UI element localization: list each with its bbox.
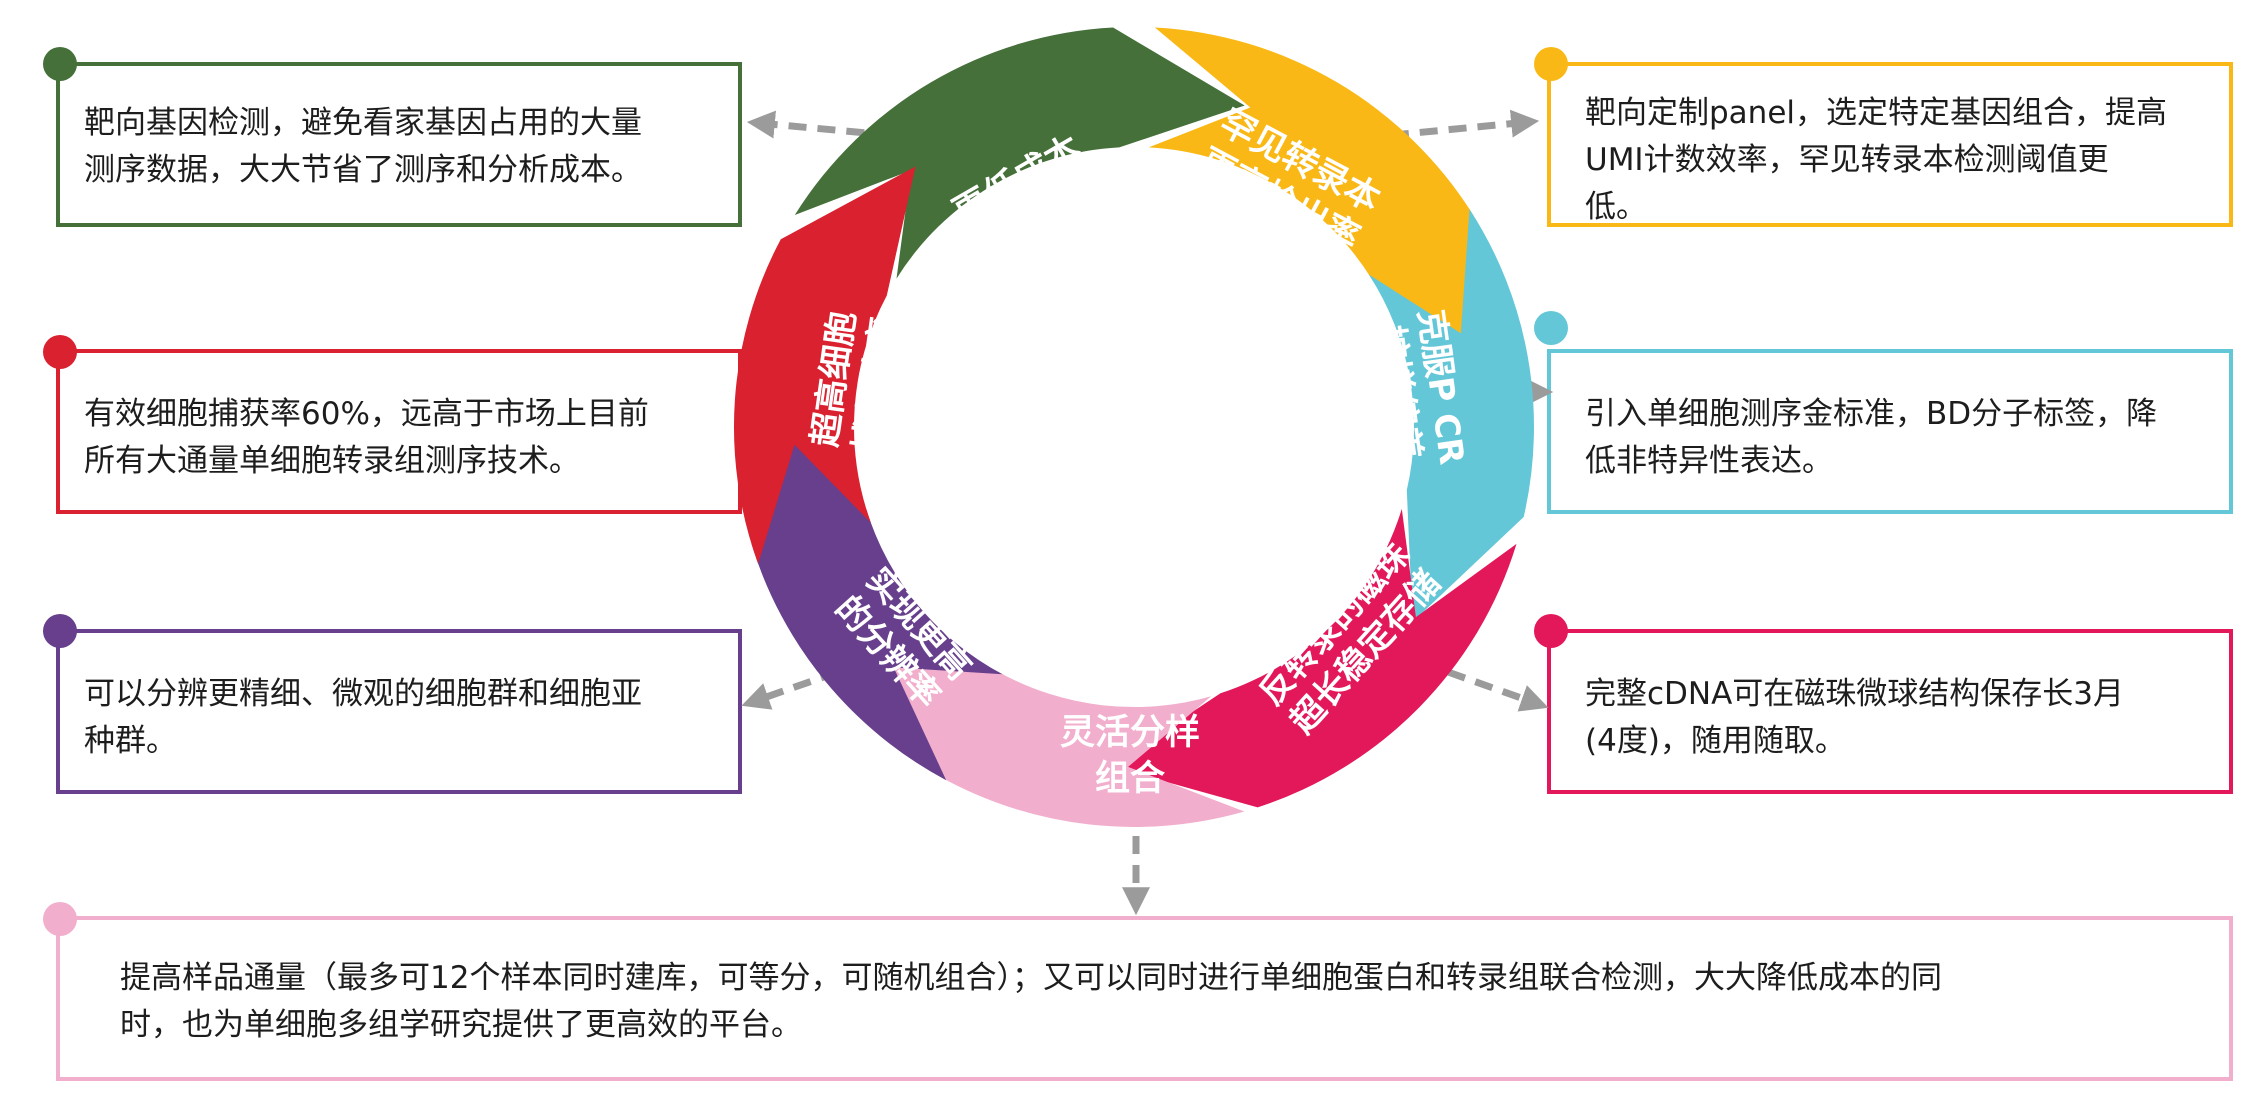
cyan-dot-marker bbox=[1534, 311, 1568, 345]
segment-resolution bbox=[751, 397, 1003, 781]
segment-storage bbox=[1110, 508, 1517, 808]
box-rare-transcript-line-1: 靶向定制panel，选定特定基因组合，提高 bbox=[1585, 95, 2168, 131]
box-resolution: 可以分辨更精细、微观的细胞群和细胞亚 种群。 bbox=[56, 629, 742, 794]
box-storage-line-1: 完整cDNA可在磁珠微球结构保存长3月 bbox=[1585, 676, 2125, 712]
segment-pcr-bias bbox=[1368, 209, 1534, 622]
purple-dot-marker bbox=[43, 614, 77, 648]
box-cell-capture-line-2: 所有大通量单细胞转录组测序技术。 bbox=[84, 443, 580, 479]
box-cell-capture-line-1: 有效细胞捕获率60%，远高于市场上目前 bbox=[84, 396, 649, 432]
pink-dot-marker bbox=[43, 902, 77, 936]
label-cell-capture: 超高细胞 捕获效率 bbox=[805, 309, 905, 455]
segment-rare-transcript bbox=[1148, 27, 1474, 368]
yellow-dot-marker bbox=[1534, 47, 1568, 81]
segment-lower-cost bbox=[794, 27, 1245, 279]
box-storage-line-2: (4度)，随用随取。 bbox=[1585, 723, 1846, 759]
segment-cell-capture bbox=[733, 166, 916, 564]
box-lower-cost-line-2: 测序数据，大大节省了测序和分析成本。 bbox=[84, 152, 642, 188]
box-pcr-bias: 引入单细胞测序金标准，BD分子标签，降 低非特异性表达。 bbox=[1547, 349, 2233, 514]
connector-arrow-storage bbox=[1446, 668, 1549, 712]
box-lower-cost-line-1: 靶向基因检测，避免看家基因占用的大量 bbox=[84, 105, 642, 141]
box-rare-transcript: 靶向定制panel，选定特定基因组合，提高 UMI计数效率，罕见转录本检测阈值更… bbox=[1547, 62, 2233, 227]
label-flexible-line-1: 灵活分样 bbox=[1060, 713, 1200, 753]
green-dot-marker bbox=[43, 47, 77, 81]
crimson-dot-marker bbox=[1534, 614, 1568, 648]
label-flexible-line-2: 组合 bbox=[1095, 759, 1165, 799]
box-rare-transcript-line-2: UMI计数效率，罕见转录本检测阈值更 bbox=[1585, 142, 2109, 178]
box-flexible-line-2: 时，也为单细胞多组学研究提供了更高效的平台。 bbox=[120, 1007, 802, 1043]
box-rare-transcript-line-3: 低。 bbox=[1585, 189, 1647, 225]
box-flexible-line-1: 提高样品通量（最多可12个样本同时建库，可等分，可随机组合）；又可以同时进行单细… bbox=[120, 960, 1942, 996]
segment-flexible bbox=[869, 641, 1245, 827]
box-resolution-line-1: 可以分辨更精细、微观的细胞群和细胞亚 bbox=[84, 676, 642, 712]
box-storage: 完整cDNA可在磁珠微球结构保存长3月 (4度)，随用随取。 bbox=[1547, 629, 2233, 794]
box-pcr-bias-line-2: 低非特异性表达。 bbox=[1585, 443, 1833, 479]
box-flexible: 提高样品通量（最多可12个样本同时建库，可等分，可随机组合）；又可以同时进行单细… bbox=[56, 916, 2233, 1081]
box-pcr-bias-line-1: 引入单细胞测序金标准，BD分子标签，降 bbox=[1585, 396, 2158, 432]
label-flexible: 灵活分样 组合 bbox=[1060, 713, 1200, 799]
box-lower-cost: 靶向基因检测，避免看家基因占用的大量 测序数据，大大节省了测序和分析成本。 bbox=[56, 62, 742, 227]
box-resolution-line-2: 种群。 bbox=[84, 723, 177, 759]
ring-segments bbox=[733, 27, 1534, 827]
red-dot-marker bbox=[43, 335, 77, 369]
box-cell-capture: 有效细胞捕获率60%，远高于市场上目前 所有大通量单细胞转录组测序技术。 bbox=[56, 349, 742, 514]
